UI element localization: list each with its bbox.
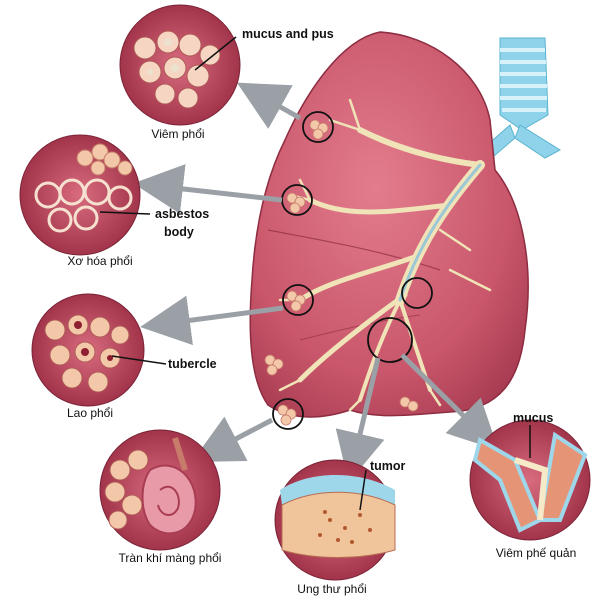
lung (249, 31, 529, 418)
label-pneumonia: Viêm phổi (151, 127, 204, 141)
callout-body: body (164, 225, 194, 239)
label-asbestosis: Xơ hóa phổi (67, 254, 132, 268)
inset-pneumonia (119, 4, 241, 126)
pointer-tubercle (111, 355, 167, 365)
inset-asbestosis (19, 134, 141, 256)
inset-lung-cancer (274, 459, 396, 581)
inset-pneumothorax (99, 429, 221, 551)
alveoli-clusters (264, 119, 419, 426)
label-pneumothorax: Tràn khí màng phổi (119, 551, 222, 565)
trachea (469, 37, 561, 169)
pointer-arrows (133, 82, 499, 483)
label-bronchitis: Viêm phế quản (496, 546, 577, 560)
callout-tubercle: tubercle (168, 357, 217, 371)
pointer-asbestos-body (99, 211, 151, 215)
callout-mucus: mucus (513, 411, 553, 425)
pointer-mucus-and-pus (194, 36, 237, 71)
pointer-tumor (359, 469, 367, 511)
callout-tumor: tumor (370, 459, 406, 473)
inset-tuberculosis (31, 293, 145, 407)
label-lung-cancer: Ung thư phổi (297, 582, 366, 596)
inset-bronchitis (469, 419, 591, 541)
label-tuberculosis: Lao phổi (67, 406, 113, 420)
callout-mucus-and-pus: mucus and pus (242, 27, 334, 41)
highlight-circles (272, 111, 433, 430)
callout-asbestos: asbestos (155, 207, 209, 221)
